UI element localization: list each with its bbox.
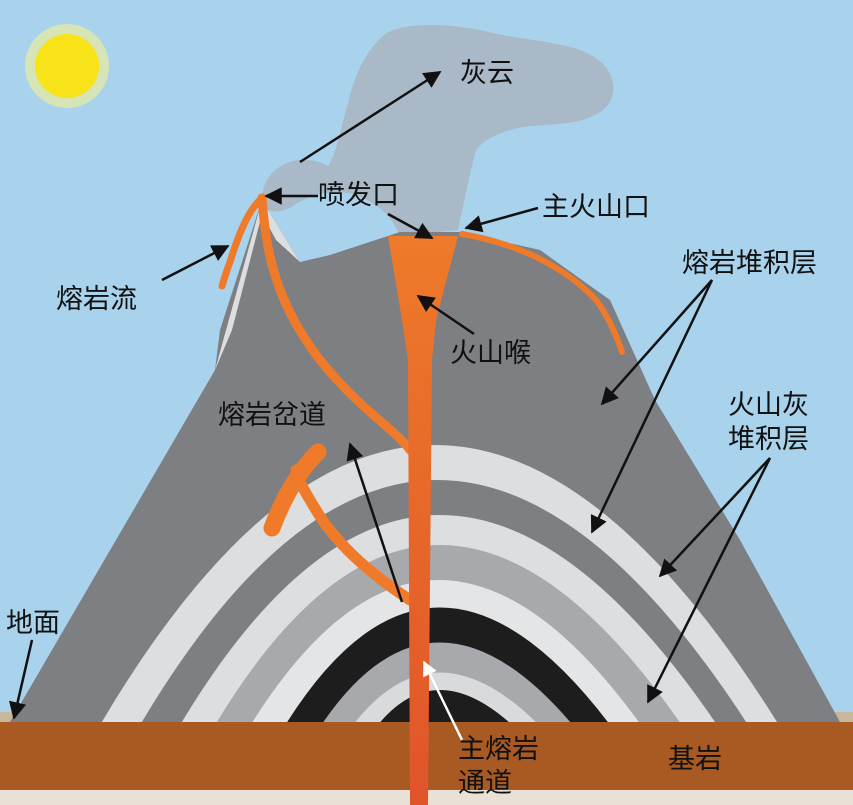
arrow-ash-cloud <box>299 70 442 164</box>
lava-dike <box>263 443 327 537</box>
arrow-throat <box>416 294 475 336</box>
label-lava-flow: 熔岩流 <box>56 284 137 315</box>
ash-cloud <box>262 25 614 236</box>
arrow-vent-crater <box>387 212 434 240</box>
arrow-ground <box>9 639 34 720</box>
label-ground: 地面 <box>6 608 60 639</box>
main-lava-conduit <box>388 236 458 805</box>
sun-icon <box>25 24 109 108</box>
label-ash-layers-line1: 火山灰 <box>728 390 809 421</box>
lava-flow <box>218 194 266 290</box>
arrow-lava-layers-2 <box>590 279 714 534</box>
lava-branch-conduit <box>257 193 415 455</box>
label-throat: 火山喉 <box>450 338 531 369</box>
leader-arrows <box>9 70 772 720</box>
arrow-main-crater <box>464 206 539 233</box>
lava-surface-flow <box>459 231 625 355</box>
label-ash-layers-line2: 堆积层 <box>728 424 809 455</box>
label-vent: 喷发口 <box>318 180 399 211</box>
arrow-lava-flow <box>161 244 230 282</box>
arrow-ash-layers-1 <box>658 457 771 578</box>
arrow-lava-layers-1 <box>600 279 713 406</box>
label-branch-conduit: 熔岩岔道 <box>218 400 326 431</box>
label-main-conduit-line1: 主熔岩 <box>458 734 539 765</box>
label-main-conduit-line2: 通道 <box>458 768 512 799</box>
label-lava-layers: 熔岩堆积层 <box>682 248 817 279</box>
label-ash-cloud: 灰云 <box>460 58 514 89</box>
arrow-branch-conduit <box>346 442 404 603</box>
arrow-main-conduit <box>422 660 464 741</box>
label-bedrock: 基岩 <box>668 744 722 775</box>
arrow-ash-layers-2 <box>646 457 772 704</box>
label-main-crater: 主火山口 <box>542 192 650 223</box>
